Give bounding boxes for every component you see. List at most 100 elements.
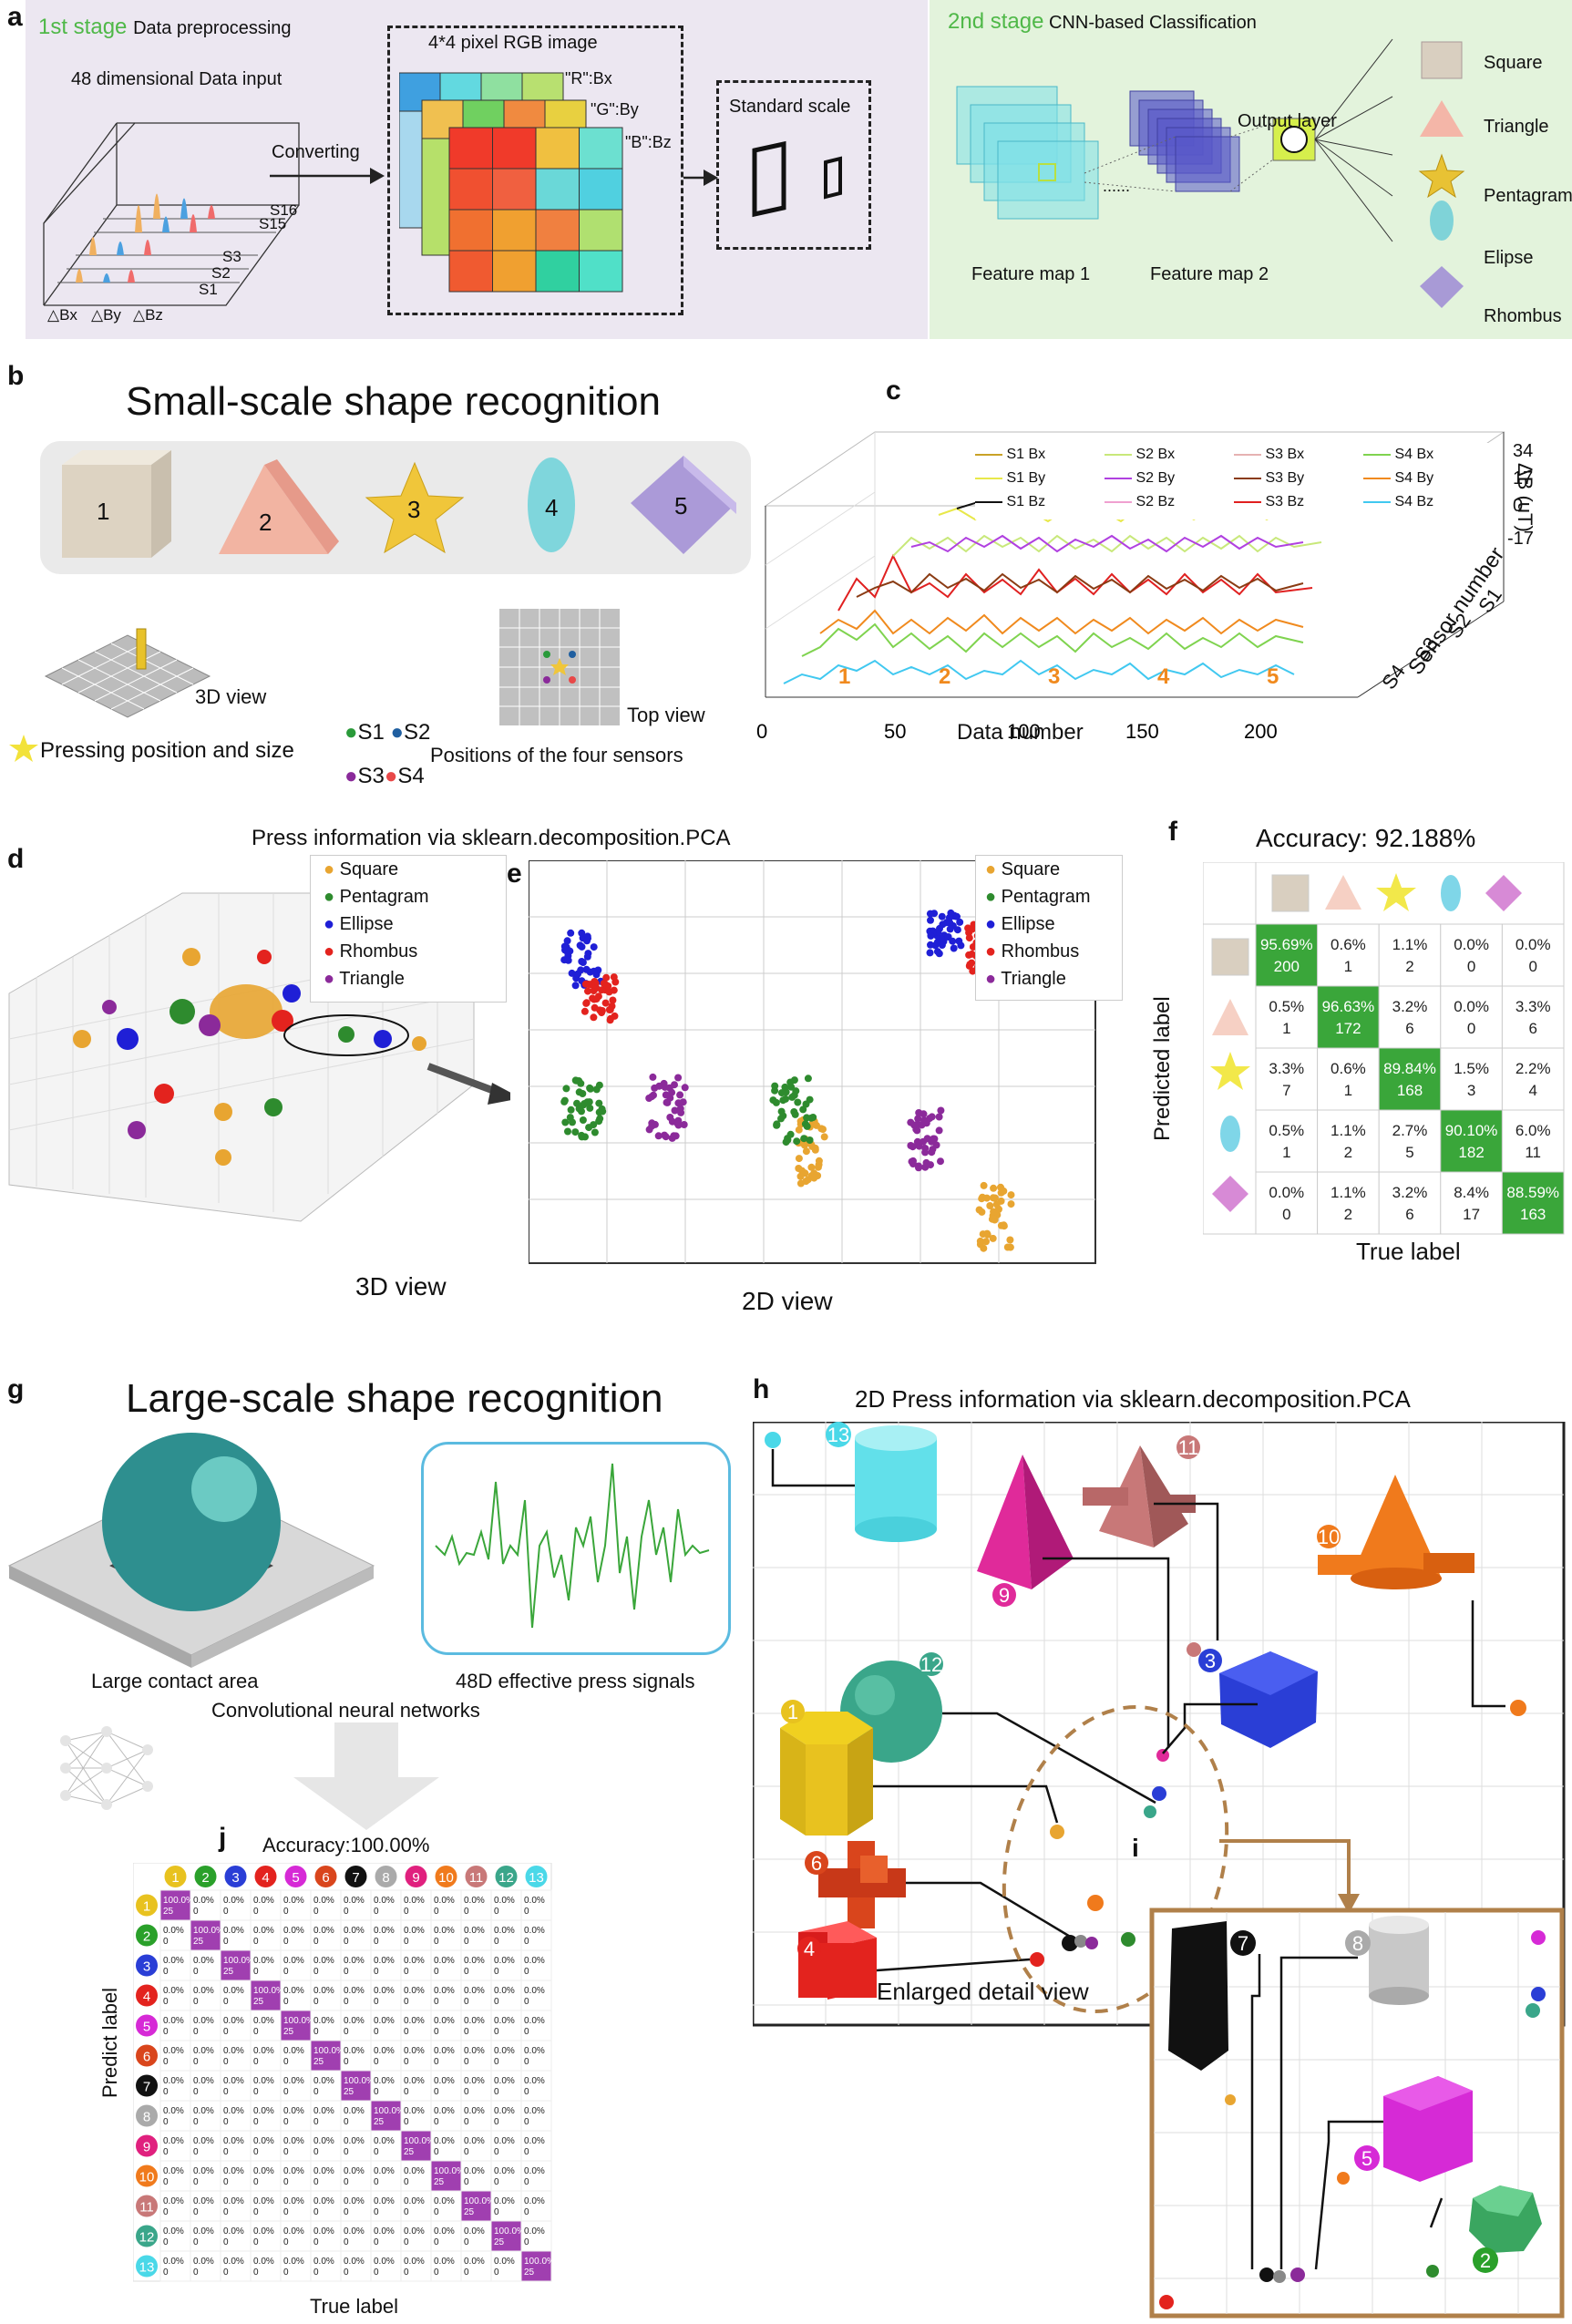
j-cell-count: 0 <box>464 2147 469 2157</box>
j-matrix-cell <box>460 2190 492 2222</box>
panel-letter-j: j <box>219 1823 227 1853</box>
j-cell-count: 0 <box>494 1997 499 2007</box>
j-matrix-cell <box>310 2070 342 2102</box>
j-cell-count: 0 <box>464 1937 469 1947</box>
j-cell-percent: 0.0% <box>404 2016 425 2026</box>
f-cell-percent: 3.3% <box>1515 998 1551 1015</box>
j-row-label: 4 <box>143 1990 150 2005</box>
e-scatter-point <box>582 999 591 1007</box>
j-cell-percent: 0.0% <box>163 1986 184 1996</box>
h-clusters <box>765 1432 1526 1967</box>
svg-text:150: 150 <box>1125 720 1159 743</box>
e-scatter-point <box>915 1164 922 1172</box>
j-matrix-cell <box>400 1889 432 1921</box>
stage2-prefix: 2nd stage <box>948 9 1044 34</box>
j-cell-count: 0 <box>193 2267 199 2278</box>
f-cell-count: 6 <box>1405 1020 1413 1037</box>
j-matrix-cell <box>520 1949 552 1981</box>
j-cell-percent: 0.0% <box>283 2166 304 2176</box>
j-cell-count: 0 <box>344 2207 349 2217</box>
j-cell-percent: 0.0% <box>283 1896 304 1906</box>
svg-text:10: 10 <box>1318 1526 1340 1548</box>
svg-text:13: 13 <box>827 1424 849 1446</box>
j-cell-percent: 0.0% <box>434 2226 455 2237</box>
e-scatter-point <box>804 1075 812 1083</box>
j-cell-percent: 0.0% <box>374 2076 395 2086</box>
e-scatter-point <box>983 1229 991 1238</box>
j-cell-count: 25 <box>434 2177 445 2187</box>
e-scatter-point <box>583 1098 591 1106</box>
feature-map-1-label: Feature map 1 <box>971 264 1091 284</box>
j-cell-count: 25 <box>374 2117 385 2127</box>
j-matrix-cell <box>340 1889 372 1921</box>
feature-map-2-label: Feature map 2 <box>1150 264 1269 284</box>
f-cell-percent: 1.1% <box>1331 1122 1366 1139</box>
e-scatter-point <box>575 1088 583 1096</box>
j-class-badge <box>284 1866 307 1887</box>
j-matrix-cell <box>250 2160 282 2192</box>
j-matrix-cell <box>460 1949 492 1981</box>
j-row-badge <box>136 2104 158 2127</box>
j-cell-percent: 0.0% <box>344 2226 365 2237</box>
j-cell-count: 0 <box>253 2057 259 2067</box>
j-cell-count: 0 <box>193 2027 199 2037</box>
j-cell-count: 0 <box>223 2207 229 2217</box>
j-cell-percent: 0.0% <box>223 2196 244 2206</box>
j-matrix-cell <box>490 1889 522 1921</box>
e-scatter-point <box>806 1095 814 1104</box>
j-cell-count: 0 <box>494 2147 499 2157</box>
e-scatter-point <box>803 1114 811 1122</box>
j-cell-percent: 0.0% <box>524 2166 545 2176</box>
j-row-badge <box>136 2165 158 2187</box>
j-row-badge <box>136 2225 158 2247</box>
j-cell-count: 0 <box>434 2117 439 2127</box>
j-matrix-cell <box>280 2130 312 2162</box>
j-cell-count: 0 <box>193 1997 199 2007</box>
e-scatter-point <box>575 1077 583 1085</box>
object-11-pyramid <box>1083 1445 1196 1548</box>
f-cell-count: 1 <box>1282 1144 1290 1161</box>
e-scatter-point <box>606 1005 614 1013</box>
j-cell-count: 0 <box>253 2267 259 2278</box>
j-cell-count: 0 <box>404 2117 409 2127</box>
sensor-label-s16: S16 <box>270 201 298 219</box>
j-matrix-cell <box>490 2130 522 2162</box>
j-class-label: 6 <box>322 1870 329 1886</box>
svg-text:5: 5 <box>1361 2147 1372 2170</box>
e-scatter-point <box>799 1105 807 1114</box>
f-matrix-cell <box>1317 1109 1380 1173</box>
j-matrix-cell <box>370 2160 402 2192</box>
e-scatter-point <box>590 943 598 951</box>
e-scatter-point <box>809 1114 817 1121</box>
e-scatter-point <box>786 1130 795 1138</box>
j-matrix-cell <box>340 2070 372 2102</box>
e-scatter-point <box>591 1003 599 1012</box>
e-scatter-point <box>810 1174 818 1182</box>
j-cell-count: 0 <box>494 1937 499 1947</box>
e-scatter-point <box>980 1181 988 1189</box>
j-cell-count: 0 <box>434 1967 439 1977</box>
j-row-badge <box>136 2074 158 2097</box>
j-cell-count: 0 <box>494 2207 499 2217</box>
j-cell-percent: 0.0% <box>374 1956 395 1966</box>
j-cell-count: 0 <box>464 2237 469 2247</box>
h-connectors <box>771 1449 1505 1972</box>
j-matrix-cell <box>430 1980 462 2011</box>
j-matrix-cell <box>400 2130 432 2162</box>
j-cell-percent: 0.0% <box>404 2196 425 2206</box>
e-scatter-point <box>771 1082 779 1090</box>
j-cell-percent: 0.0% <box>464 2166 485 2176</box>
e-scatter-point <box>946 925 954 933</box>
j-matrix-cell <box>190 2220 221 2252</box>
j-cell-count: 0 <box>494 2117 499 2127</box>
j-cell-count: 0 <box>404 1937 409 1947</box>
j-cell-count: 0 <box>313 2207 319 2217</box>
sensor-s3: S3 <box>357 764 385 788</box>
j-cell-percent: 100.0% <box>283 2016 314 2026</box>
j-cell-percent: 0.0% <box>253 2106 274 2116</box>
j-cell-count: 0 <box>344 1997 349 2007</box>
j-cell-count: 0 <box>494 2027 499 2037</box>
e-scatter-point <box>989 1234 997 1242</box>
j-cell-count: 0 <box>524 2117 529 2127</box>
j-matrix-cell <box>190 2040 221 2072</box>
